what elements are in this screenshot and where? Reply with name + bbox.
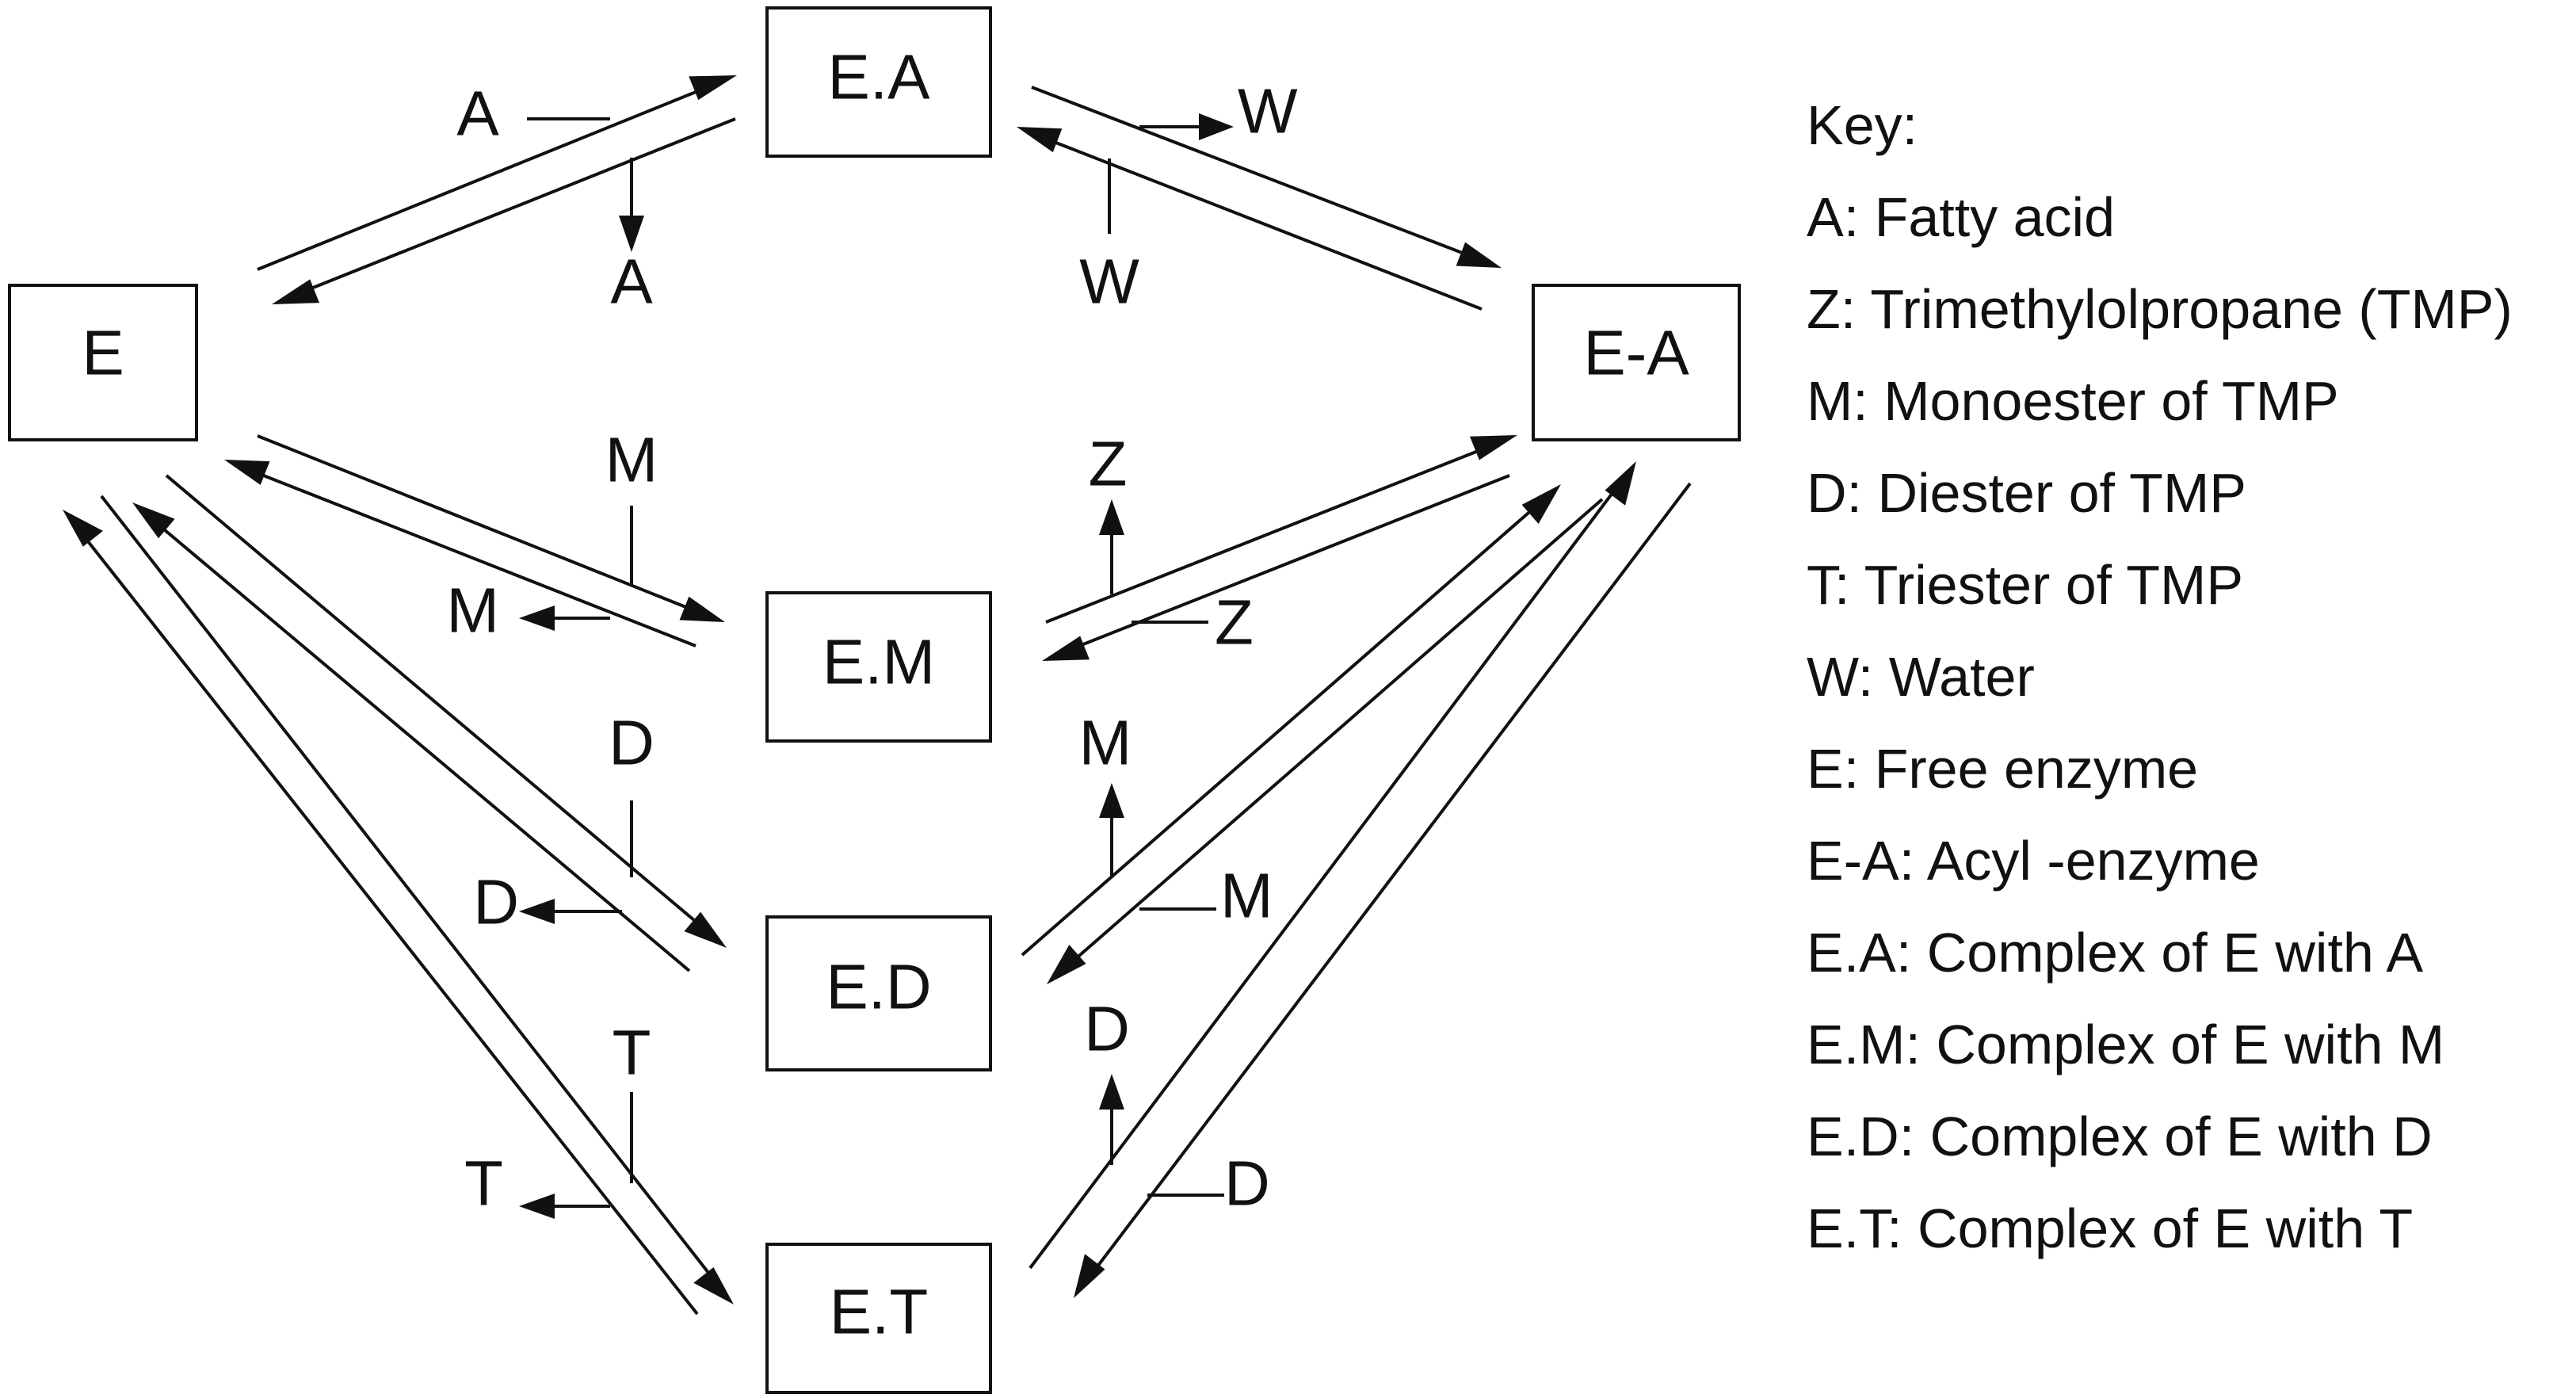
legend-item: T: Triester of TMP — [1807, 554, 2244, 616]
label-d-to-et: D — [1224, 1148, 1270, 1219]
reaction-acyl-to-em — [1042, 474, 1510, 661]
reaction-et-to-e — [63, 510, 699, 1316]
legend-item: Z: Trimethylolpropane (TMP) — [1807, 278, 2513, 340]
label-w-out: W — [1238, 76, 1298, 147]
reaction-em-to-e — [224, 460, 696, 647]
label-d-up: D — [1084, 994, 1130, 1064]
node-label-et: E.T — [830, 1277, 928, 1347]
node-acyl-enzyme: E-A — [1532, 284, 1741, 441]
label-d-in-ed: D — [609, 708, 654, 778]
reaction-acyl-to-ed — [1047, 498, 1604, 984]
reaction-ea-to-acyl — [1031, 86, 1502, 268]
branch-z-up: Z — [1089, 429, 1128, 594]
branch-m-in: M — [605, 425, 658, 586]
node-complex-ed: E.D — [765, 915, 992, 1071]
node-label-e: E — [82, 318, 124, 388]
branch-d-to-et: D — [1147, 1148, 1270, 1219]
legend-item: D: Diester of TMP — [1807, 462, 2246, 524]
label-w-in: W — [1079, 246, 1139, 317]
branch-t-out: T — [464, 1148, 610, 1219]
reaction-ed-to-acyl — [1021, 484, 1561, 957]
reaction-ed-to-e — [132, 502, 691, 972]
branch-a-out: A — [610, 158, 653, 317]
label-z-up: Z — [1089, 429, 1128, 499]
label-a-in: A — [456, 78, 499, 149]
legend-item: E-A: Acyl -enzyme — [1807, 830, 2260, 892]
branch-t-in: T — [613, 1018, 651, 1183]
legend-item: E.M: Complex of E with M — [1807, 1014, 2445, 1075]
label-a-out: A — [610, 246, 653, 317]
branch-w-out: W — [1139, 76, 1298, 147]
node-complex-em: E.M — [765, 591, 992, 743]
reaction-acyl-to-ea — [1017, 127, 1483, 311]
node-free-enzyme: E — [8, 284, 198, 441]
reaction-ea-to-e — [272, 117, 736, 304]
label-m-in-em: M — [605, 425, 658, 495]
branch-d-up: D — [1084, 994, 1130, 1165]
reaction-e-to-ed — [165, 474, 727, 948]
label-z-in: Z — [1215, 587, 1254, 658]
reaction-e-to-em — [257, 434, 725, 622]
node-label-acyl: E-A — [1583, 318, 1689, 388]
node-label-ed: E.D — [826, 952, 931, 1022]
node-complex-ea: E.A — [765, 6, 992, 158]
legend-item: W: Water — [1807, 646, 2035, 708]
branch-m-up: M — [1079, 708, 1132, 876]
node-label-ea-complex: E.A — [828, 42, 931, 113]
label-d-out: D — [473, 867, 519, 938]
legend-item: E: Free enzyme — [1807, 738, 2199, 800]
label-m-up: M — [1079, 708, 1132, 778]
reaction-et-to-acyl — [1028, 461, 1636, 1270]
legend-item: M: Monoester of TMP — [1807, 370, 2339, 432]
reaction-e-to-ea — [257, 75, 737, 271]
node-label-em: E.M — [822, 627, 935, 697]
branch-d-in: D — [609, 708, 654, 877]
legend-title: Key: — [1807, 94, 1918, 156]
branch-m-out: M — [446, 575, 610, 646]
legend-item: E.A: Complex of E with A — [1807, 922, 2424, 984]
label-m-to-ed: M — [1220, 861, 1273, 931]
reaction-em-to-acyl — [1045, 435, 1517, 624]
reaction-e-to-et — [100, 495, 734, 1304]
node-complex-et: E.T — [765, 1243, 992, 1394]
legend-item: A: Fatty acid — [1807, 186, 2116, 248]
label-t-in-et: T — [613, 1018, 651, 1088]
legend-item: E.D: Complex of E with D — [1807, 1106, 2433, 1167]
branch-d-out: D — [473, 867, 622, 938]
branch-a-in: A — [456, 78, 610, 149]
label-m-out: M — [446, 575, 499, 646]
legend: Key: A: Fatty acid Z: Trimethylolpropane… — [1807, 79, 2567, 1274]
branch-w-in: W — [1079, 159, 1139, 317]
legend-item: E.T: Complex of E with T — [1807, 1197, 2414, 1259]
branch-m-to-ed: M — [1139, 861, 1273, 931]
reaction-acyl-to-et — [1074, 482, 1692, 1298]
label-t-out: T — [464, 1148, 503, 1219]
branch-z-in: Z — [1132, 587, 1254, 658]
